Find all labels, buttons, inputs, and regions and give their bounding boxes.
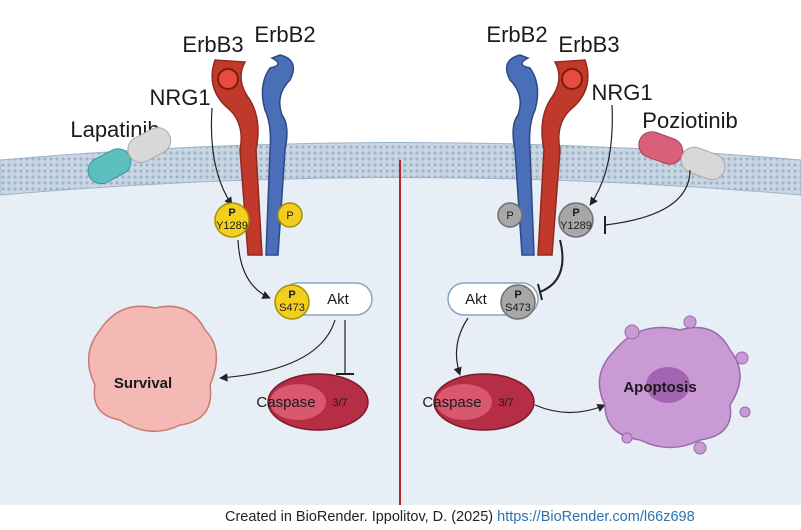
label-erbb2-right: ErbB2 — [486, 22, 547, 47]
site-s473-right: S473 — [505, 302, 531, 314]
credit-text: Created in BioRender. Ippolitov, D. (202… — [225, 509, 493, 525]
label-erbb2-left: ErbB2 — [254, 22, 315, 47]
phospho-p-5: P — [572, 207, 579, 219]
label-nrg1-right: NRG1 — [591, 80, 652, 105]
label-apoptosis: Apoptosis — [623, 379, 696, 396]
label-caspase-num-right: 3/7 — [498, 397, 513, 409]
label-erbb3-left: ErbB3 — [182, 32, 243, 57]
nrg1-ligand-left — [218, 69, 238, 89]
label-caspase-num-left: 3/7 — [332, 397, 347, 409]
survival-cell — [89, 306, 217, 431]
label-poziotinib: Poziotinib — [642, 108, 737, 133]
label-survival: Survival — [114, 375, 172, 392]
phospho-p-2: P — [286, 210, 293, 222]
site-y1289-right: Y1289 — [560, 220, 592, 232]
site-y1289-left: Y1289 — [216, 220, 248, 232]
phospho-p-1: P — [228, 207, 235, 219]
label-akt-left: Akt — [327, 291, 350, 308]
label-erbb3-right: ErbB3 — [558, 32, 619, 57]
phospho-p-6: P — [514, 289, 521, 301]
phospho-p-4: P — [506, 210, 513, 222]
label-caspase-left: Caspase — [256, 394, 315, 411]
site-s473-left: S473 — [279, 302, 305, 314]
label-nrg1-left: NRG1 — [149, 85, 210, 110]
nrg1-ligand-right — [562, 69, 582, 89]
phospho-p-3: P — [288, 289, 295, 301]
label-akt-right: Akt — [465, 291, 488, 308]
credit-link[interactable]: https://BioRender.com/l66z698 — [497, 509, 694, 525]
credit-line: Created in BioRender. Ippolitov, D. (202… — [225, 509, 695, 525]
label-caspase-right: Caspase — [422, 394, 481, 411]
